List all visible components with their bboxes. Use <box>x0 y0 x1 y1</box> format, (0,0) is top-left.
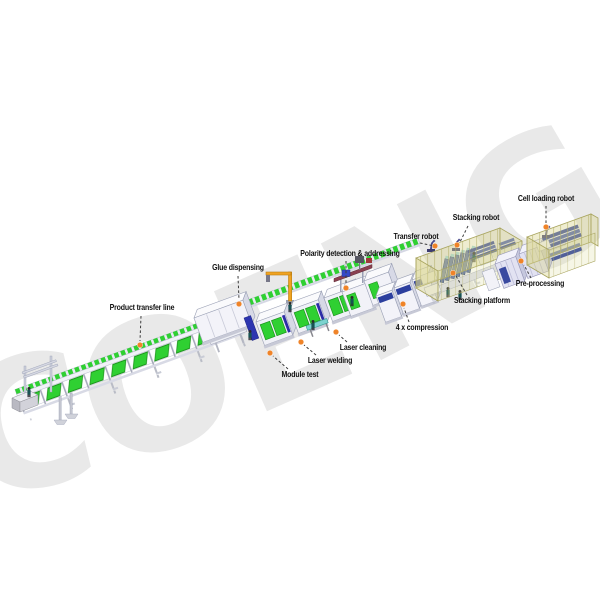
glue-dispensing-machine <box>193 290 256 346</box>
label-laser-welding: Laser welding <box>307 355 353 365</box>
pre-processing-machine <box>481 237 555 292</box>
polarity-detection-station <box>333 256 405 320</box>
marker-laser-cleaning <box>333 329 340 336</box>
marker-laser-welding <box>298 339 305 346</box>
marker-dots <box>136 223 550 357</box>
cell-loading-fence <box>526 213 599 279</box>
label-module-test: Module test <box>281 369 319 379</box>
label-transfer-robot: Transfer robot <box>393 231 439 241</box>
marker-stacking-platform <box>450 270 457 277</box>
outfeed-pallet <box>11 390 39 413</box>
marker-stacking-robot <box>454 241 461 248</box>
marker-cell-loading-robot <box>543 223 550 230</box>
unloading-gantry <box>21 355 79 425</box>
label-cell-loading-robot: Cell loading robot <box>517 193 575 203</box>
blue-panel <box>243 315 260 341</box>
product-transfer-conveyor <box>14 308 246 424</box>
label-glue-dispensing: Glue dispensing <box>212 262 264 272</box>
label-pre-processing: Pre-processing <box>515 278 565 288</box>
marker-compression <box>400 301 407 308</box>
label-compression: 4 x compression <box>395 322 449 332</box>
elevated-deck <box>234 237 421 313</box>
marker-pre-processing <box>518 258 525 265</box>
marker-polarity-detection <box>343 285 350 292</box>
label-laser-cleaning: Laser cleaning <box>339 342 387 352</box>
label-stacking-robot: Stacking robot <box>452 212 500 222</box>
leader-lines <box>139 206 547 370</box>
marker-product-transfer-line <box>136 342 143 349</box>
marker-module-test <box>267 350 274 357</box>
marker-transfer-robot <box>432 242 439 249</box>
marker-glue-dispensing <box>235 301 242 308</box>
label-product-transfer-line: Product transfer line <box>109 302 175 312</box>
label-polarity-detection: Polarity detection & addressing <box>300 248 400 258</box>
glue-robot-arm <box>265 271 294 303</box>
label-stacking-platform: Stacking platform <box>453 295 511 305</box>
